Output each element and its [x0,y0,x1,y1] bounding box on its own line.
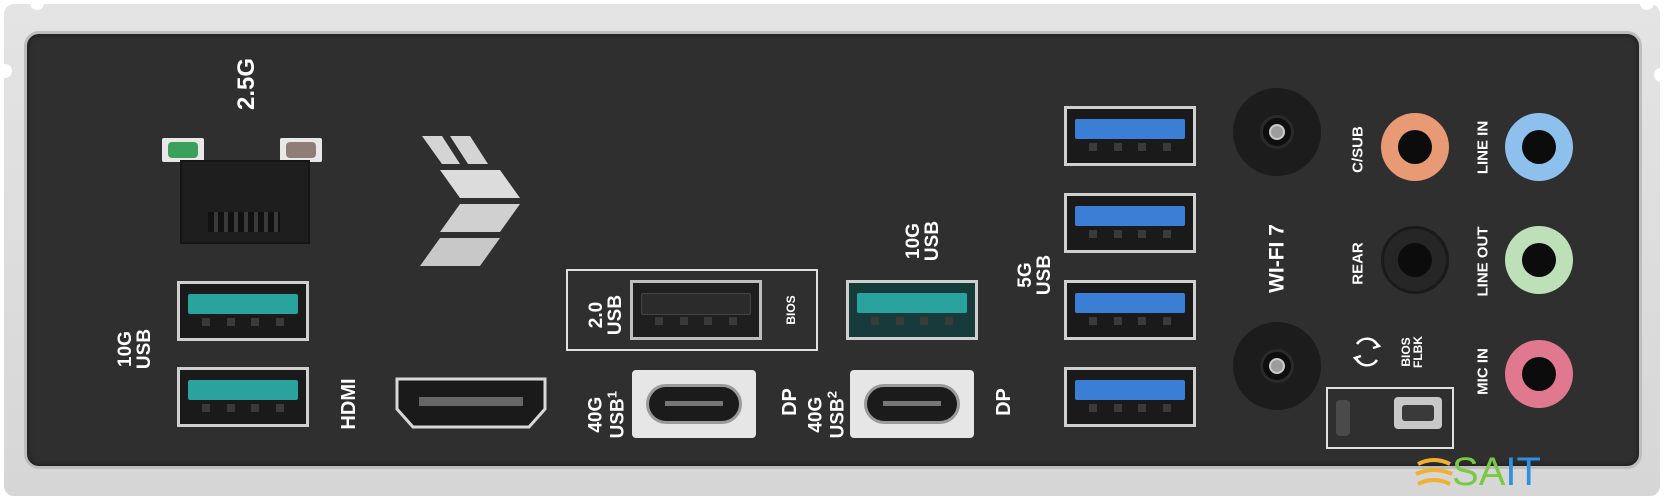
bios-flashback-button[interactable] [1394,397,1442,429]
usb5g-text: USB [1034,254,1055,296]
line-out-label: LINE OUT [1474,226,1492,297]
typec1-dp-label: DP [779,388,801,416]
usb-left-label: 10G USB [115,314,155,384]
usb5g-label: 5G USB [1015,240,1055,310]
csub-label: C/SUB [1349,126,1367,173]
usb-mid-label: 10G USB [903,206,943,276]
typec2-index: 2 [824,390,840,399]
hdmi-port[interactable] [393,375,549,431]
audio-rear-jack[interactable] [1381,226,1449,294]
typec2-dp-label: DP [993,388,1015,416]
typec1-speed: 40G [585,396,607,433]
audio-line-out-jack[interactable] [1505,226,1573,294]
typec2-text: USB [827,398,849,439]
wifi-label: WI-FI 7 [1265,224,1289,293]
lan-speed-label: 2.5G [233,57,260,111]
usb-5g-port-4[interactable] [1064,367,1196,427]
brand-logo-icon [420,136,520,266]
audio-line-in-jack[interactable] [1505,113,1573,181]
usb-mid-speed: 10G [903,223,924,259]
bios-flashback-outline [1326,387,1454,449]
typec1-label: 40G USB1 [585,378,629,452]
bios-flashback-refresh-icon [1350,335,1384,369]
hdmi-label: HDMI [338,378,360,430]
watermark-it: IT [1505,450,1541,494]
watermark-wave-icon [1414,456,1454,492]
bios-flashback-led [1336,400,1350,436]
lan-activity-led [280,138,322,162]
bios-usb-label: BIOS [784,295,798,325]
line-in-label: LINE IN [1474,120,1492,175]
usb-2-0-bios-port[interactable] [630,280,762,340]
typec2-label: 40G USB2 [805,378,849,452]
lan-contacts [208,212,280,232]
watermark-s: S [1452,450,1479,494]
usb-mid-text: USB [922,220,943,262]
bios-usb-outline [566,269,818,351]
audio-csub-jack[interactable] [1381,113,1449,181]
bracket-notch [1640,0,1654,10]
usb20-label: 2.0 USB [586,285,626,345]
usb5g-speed: 5G [1015,262,1036,288]
usb20-text: USB [605,294,626,336]
wifi-antenna-connector-1[interactable] [1233,88,1321,176]
usb-left-speed: 10G [115,331,136,367]
bracket-notch [30,0,44,10]
usb-10g-port-left-2[interactable] [177,367,309,427]
typec1-text: USB [607,398,629,439]
usb-c-40g-port-2[interactable] [850,370,974,438]
wifi-antenna-connector-2[interactable] [1233,322,1321,410]
watermark-text: SAIT [1452,450,1541,494]
bios-flbk-label: BIOS FLBK [1399,324,1425,380]
usb-left-text: USB [134,328,155,370]
bios-flbk-line2: FLBK [1411,336,1425,368]
bracket-notch [0,64,12,78]
bracket-notch [1654,68,1664,82]
usb-5g-port-3[interactable] [1064,280,1196,340]
typec1-index: 1 [604,390,620,399]
usb-5g-port-1[interactable] [1064,106,1196,166]
typec2-speed: 40G [805,396,827,433]
usb20-version: 2.0 [586,301,607,329]
rear-label: REAR [1349,242,1367,285]
usb-5g-port-2[interactable] [1064,193,1196,253]
lan-port[interactable] [180,160,310,244]
usb-10g-port-mid[interactable] [846,280,978,340]
mic-in-label: MIC IN [1474,348,1492,395]
audio-mic-in-jack[interactable] [1505,340,1573,408]
watermark-a: A [1478,450,1506,494]
lan-link-led [162,138,204,162]
usb-c-40g-port-1[interactable] [632,370,756,438]
usb-10g-port-left-1[interactable] [177,281,309,341]
